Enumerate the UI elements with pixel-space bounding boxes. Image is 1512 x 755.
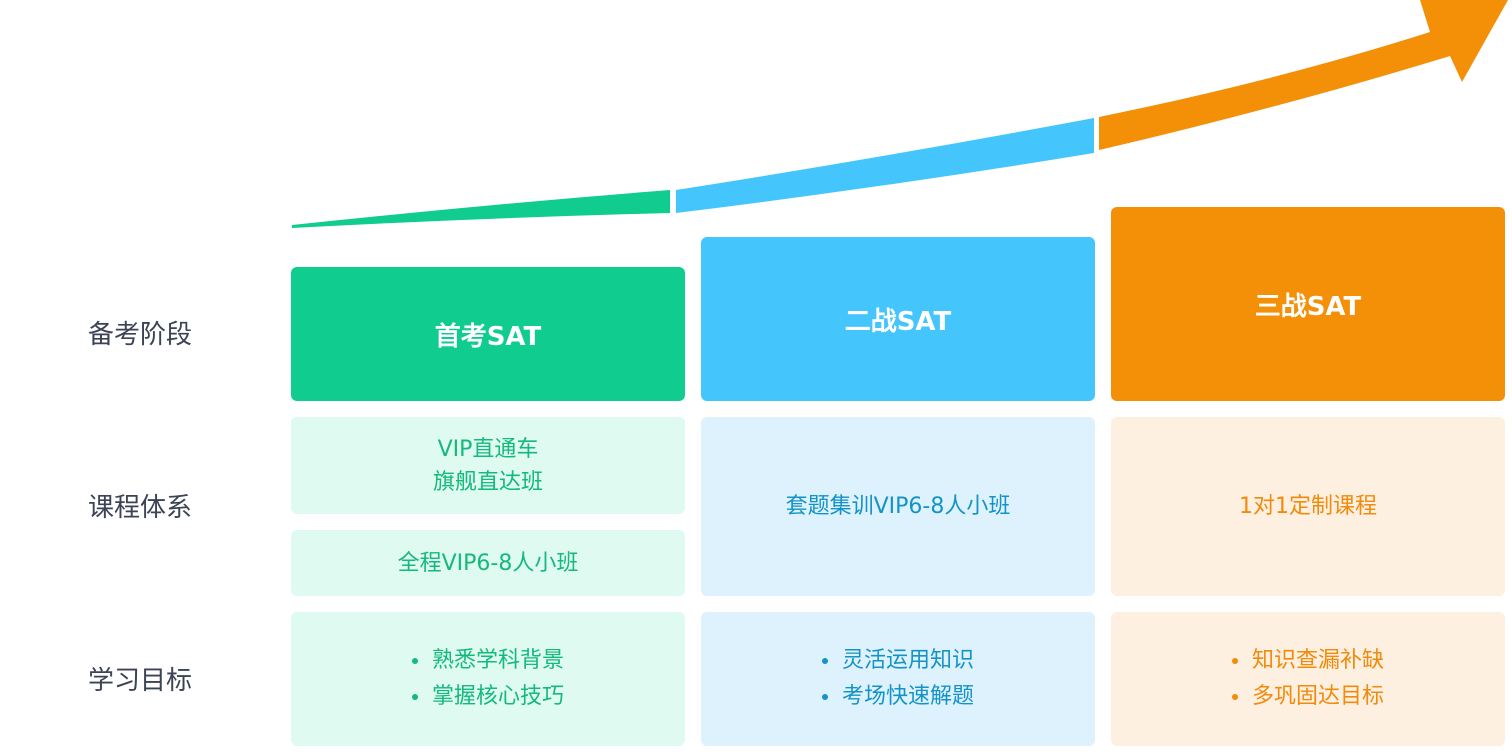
goal-box-first: 熟悉学科背景 掌握核心技巧 — [291, 612, 685, 746]
goal-list-second: 灵活运用知识 考场快速解题 — [821, 643, 974, 715]
arrow-segment-orange — [1099, 0, 1508, 150]
course-drill: 套题集训VIP6-8人小班 — [785, 494, 1011, 519]
course-box-one-on-one: 1对1定制课程 — [1111, 417, 1505, 596]
row-label-goal: 学习目标 — [88, 666, 193, 696]
goal-list-third: 知识查漏补缺 多巩固达目标 — [1231, 643, 1384, 715]
stage-title-first: 首考SAT — [434, 321, 542, 352]
course-box-full-vip: 全程VIP6-8人小班 — [291, 530, 685, 596]
arrow-segment-blue — [676, 118, 1094, 213]
course-vip-express-line1: VIP直通车 — [437, 436, 539, 462]
goal-item: 熟悉学科背景 — [411, 643, 564, 679]
row-label-stage: 备考阶段 — [88, 320, 193, 350]
goal-item: 掌握核心技巧 — [411, 679, 564, 715]
course-one-on-one: 1对1定制课程 — [1239, 494, 1377, 519]
course-vip-express-line2: 旗舰直达班 — [432, 469, 543, 495]
goal-list-first: 熟悉学科背景 掌握核心技巧 — [411, 643, 564, 715]
course-box-drill: 套题集训VIP6-8人小班 — [701, 417, 1095, 596]
row-label-course: 课程体系 — [88, 493, 193, 523]
goal-item: 知识查漏补缺 — [1231, 643, 1384, 679]
course-full-vip: 全程VIP6-8人小班 — [397, 550, 579, 576]
goal-item: 考场快速解题 — [821, 679, 974, 715]
goal-item: 灵活运用知识 — [821, 643, 974, 679]
goal-item: 多巩固达目标 — [1231, 679, 1384, 715]
stage-box-first: 首考SAT — [291, 267, 685, 401]
progress-arrow — [292, 0, 1508, 228]
goal-box-second: 灵活运用知识 考场快速解题 — [701, 612, 1095, 746]
stage-box-third: 三战SAT — [1111, 207, 1505, 401]
stage-title-second: 二战SAT — [844, 306, 952, 337]
stage-box-second: 二战SAT — [701, 237, 1095, 401]
arrow-segment-green — [292, 190, 670, 228]
course-box-vip-express: VIP直通车 旗舰直达班 — [291, 417, 685, 514]
stage-title-third: 三战SAT — [1254, 291, 1362, 322]
goal-box-third: 知识查漏补缺 多巩固达目标 — [1111, 612, 1505, 746]
